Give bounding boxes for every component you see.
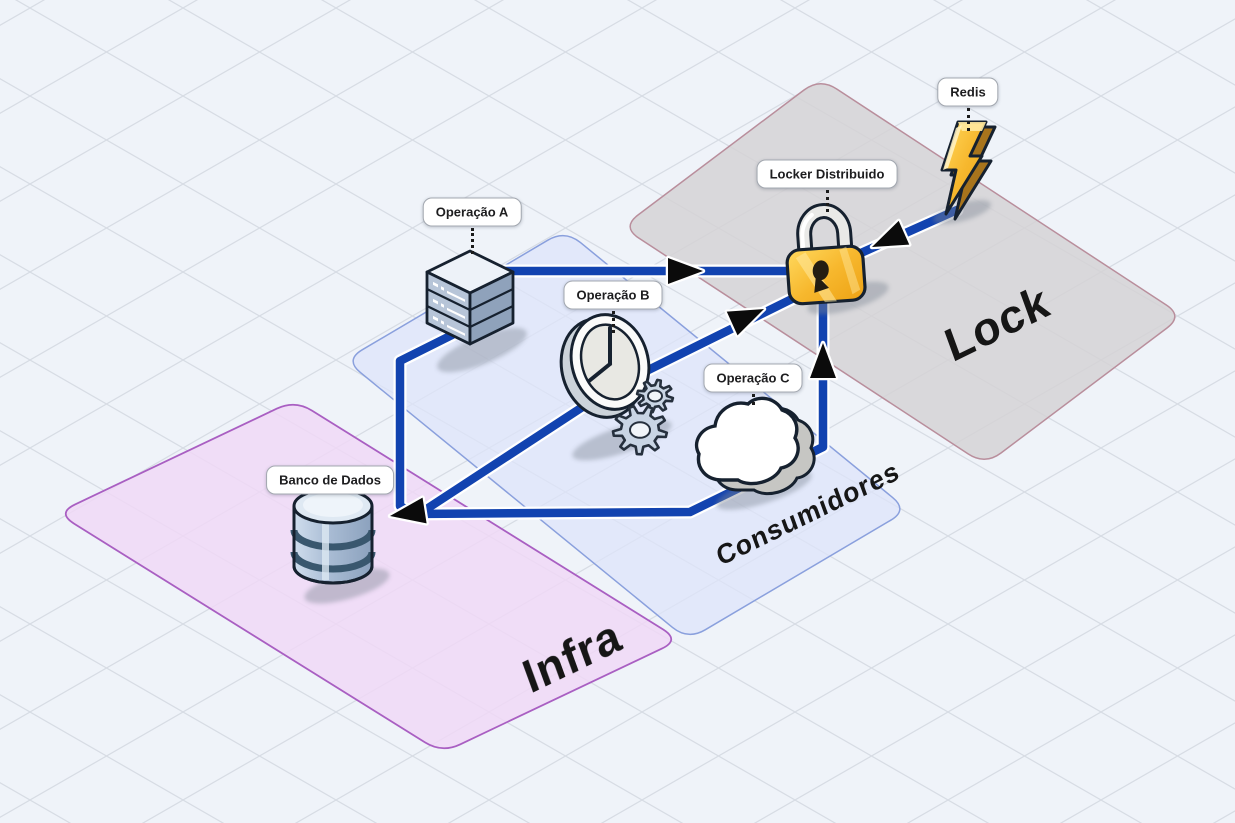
node-label-redis[interactable]: Redis (937, 77, 999, 107)
node-label-operacao-a[interactable]: Operação A (422, 197, 522, 227)
arrow-head-icon (665, 255, 706, 287)
label-lead-locker (826, 190, 829, 212)
arrow-head-icon (869, 218, 912, 250)
node-label-operacao-c[interactable]: Operação C (703, 363, 803, 393)
node-label-locker-distribuido[interactable]: Locker Distribuido (756, 159, 898, 189)
label-lead-operacao-c (752, 394, 755, 405)
label-lead-operacao-b (612, 311, 615, 333)
cloud-icon[interactable] (694, 396, 816, 495)
connector-3[interactable] (417, 384, 615, 517)
label-lead-operacao-a (471, 228, 474, 254)
label-lead-redis (967, 108, 970, 131)
padlock-icon[interactable] (784, 203, 867, 306)
lightning-bolt-icon[interactable] (940, 120, 997, 221)
arrow-heads (387, 218, 912, 526)
arrow-head-icon (387, 495, 429, 526)
arrow-head-icon (724, 306, 767, 338)
server-icon[interactable] (425, 249, 515, 346)
database-icon[interactable] (290, 487, 376, 585)
node-label-banco-de-dados[interactable]: Banco de Dados (266, 465, 394, 495)
node-label-operacao-b[interactable]: Operação B (563, 280, 663, 310)
clock-gears-icon[interactable] (550, 305, 675, 456)
arrow-head-icon (807, 340, 839, 381)
